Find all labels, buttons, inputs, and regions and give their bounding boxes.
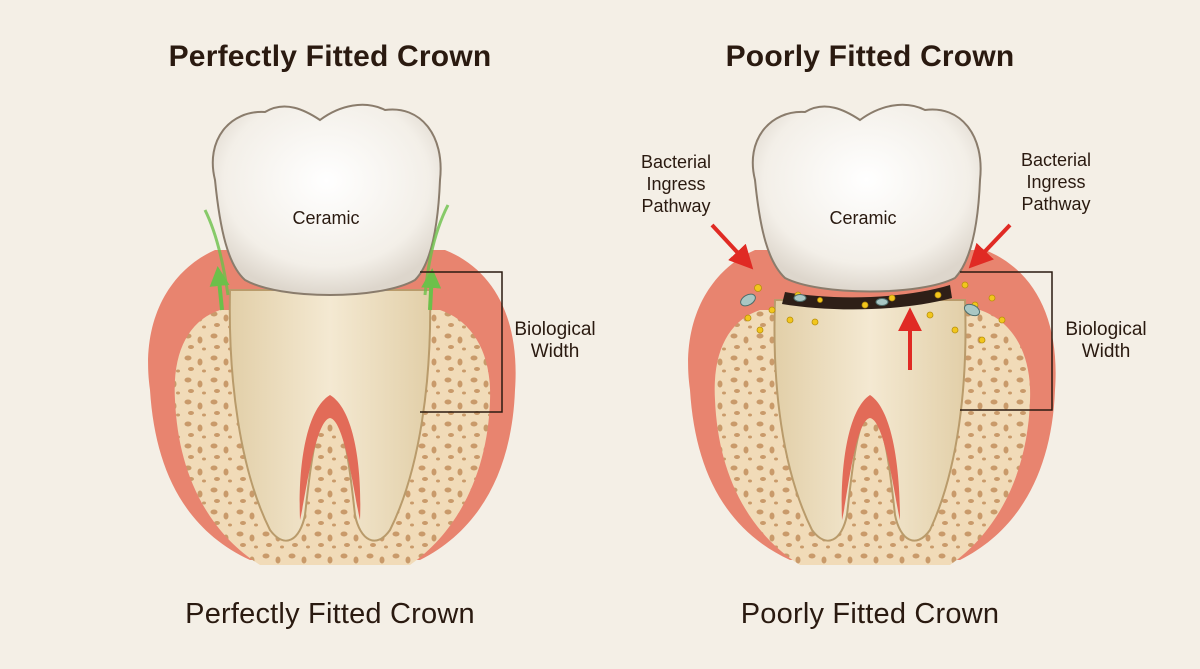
right-biological-width-bracket: [960, 271, 1053, 411]
left-title-top: Perfectly Fitted Crown: [168, 40, 492, 73]
pathway-right-line2: Ingress: [1026, 172, 1085, 192]
left-tooth-illustration: Ceramic Biological Width: [148, 103, 596, 565]
right-title-bottom: Poorly Fitted Crown: [740, 598, 1000, 630]
pathway-left-line1: Bacterial: [641, 152, 711, 172]
right-crown: [751, 103, 982, 293]
left-pulp: [299, 395, 361, 520]
bacteria-rods: [740, 293, 981, 317]
pathway-right-line3: Pathway: [1021, 194, 1090, 214]
right-crown-label: Ceramic: [829, 208, 896, 228]
right-title-top: Poorly Fitted Crown: [725, 40, 1015, 73]
left-bracket-label-line2: Width: [531, 341, 580, 362]
left-bracket-label-line1: Biological: [514, 319, 595, 340]
pathway-right-line1: Bacterial: [1021, 150, 1091, 170]
left-biological-width-bracket: [420, 271, 503, 413]
right-bracket-label-line1: Biological: [1065, 319, 1146, 340]
right-bracket-label-line2: Width: [1082, 341, 1131, 362]
left-healthy-arrow-left: [209, 266, 230, 311]
left-healthy-arrow-right: [421, 268, 442, 311]
red-arrow-right: [968, 223, 1012, 269]
pathway-left-line3: Pathway: [641, 196, 710, 216]
left-green-line-left: [203, 209, 230, 296]
left-title-bottom: Perfectly Fitted Crown: [185, 598, 475, 630]
right-marginal-gap: [782, 285, 952, 310]
left-green-line-right: [423, 204, 450, 296]
left-crown-label: Ceramic: [292, 208, 359, 228]
right-pulp: [841, 395, 900, 520]
left-crown: [211, 103, 442, 296]
red-arrow-left: [710, 223, 754, 270]
pathway-left-line2: Ingress: [646, 174, 705, 194]
right-tooth-illustration: Ceramic Bacterial Ingress: [641, 103, 1147, 565]
